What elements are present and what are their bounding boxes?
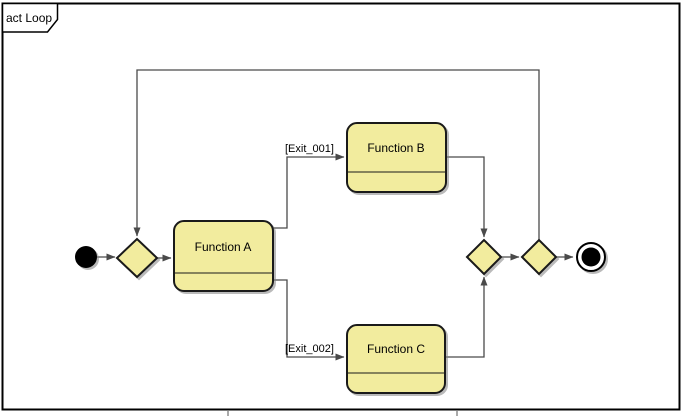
diagram-frame-border (1, 2, 681, 411)
frame-label: act Loop (6, 11, 52, 25)
action-node-function-c[interactable]: Function C (346, 324, 446, 394)
edge-guard-exit-002: [Exit_002] (285, 343, 334, 355)
activity-final-inner-dot (581, 247, 601, 267)
decision-node[interactable] (520, 238, 558, 276)
edge-function-a-to-c[interactable] (273, 279, 345, 361)
merge-node-loop[interactable] (115, 237, 159, 279)
edge-loop-back[interactable] (133, 69, 540, 240)
frame-tab (1, 2, 59, 33)
action-node-function-c-body[interactable] (346, 324, 446, 394)
action-label-function-b: Function B (367, 141, 424, 155)
initial-node[interactable] (75, 246, 97, 268)
merge-node-join[interactable] (465, 238, 503, 276)
action-node-function-b-body[interactable] (346, 122, 447, 193)
edge-function-a-to-b[interactable] (273, 153, 345, 229)
action-node-function-b[interactable]: Function B (346, 122, 447, 193)
action-node-function-a[interactable]: Function A (173, 220, 274, 292)
action-label-function-c: Function C (367, 342, 425, 356)
activity-final-node[interactable] (576, 242, 606, 272)
action-node-function-a-body[interactable] (173, 220, 274, 292)
edge-guard-exit-001: [Exit_001] (285, 143, 334, 155)
edge-function-c-to-merge[interactable] (445, 276, 488, 358)
action-label-function-a: Function A (195, 240, 252, 254)
edge-function-b-to-merge[interactable] (446, 156, 488, 238)
